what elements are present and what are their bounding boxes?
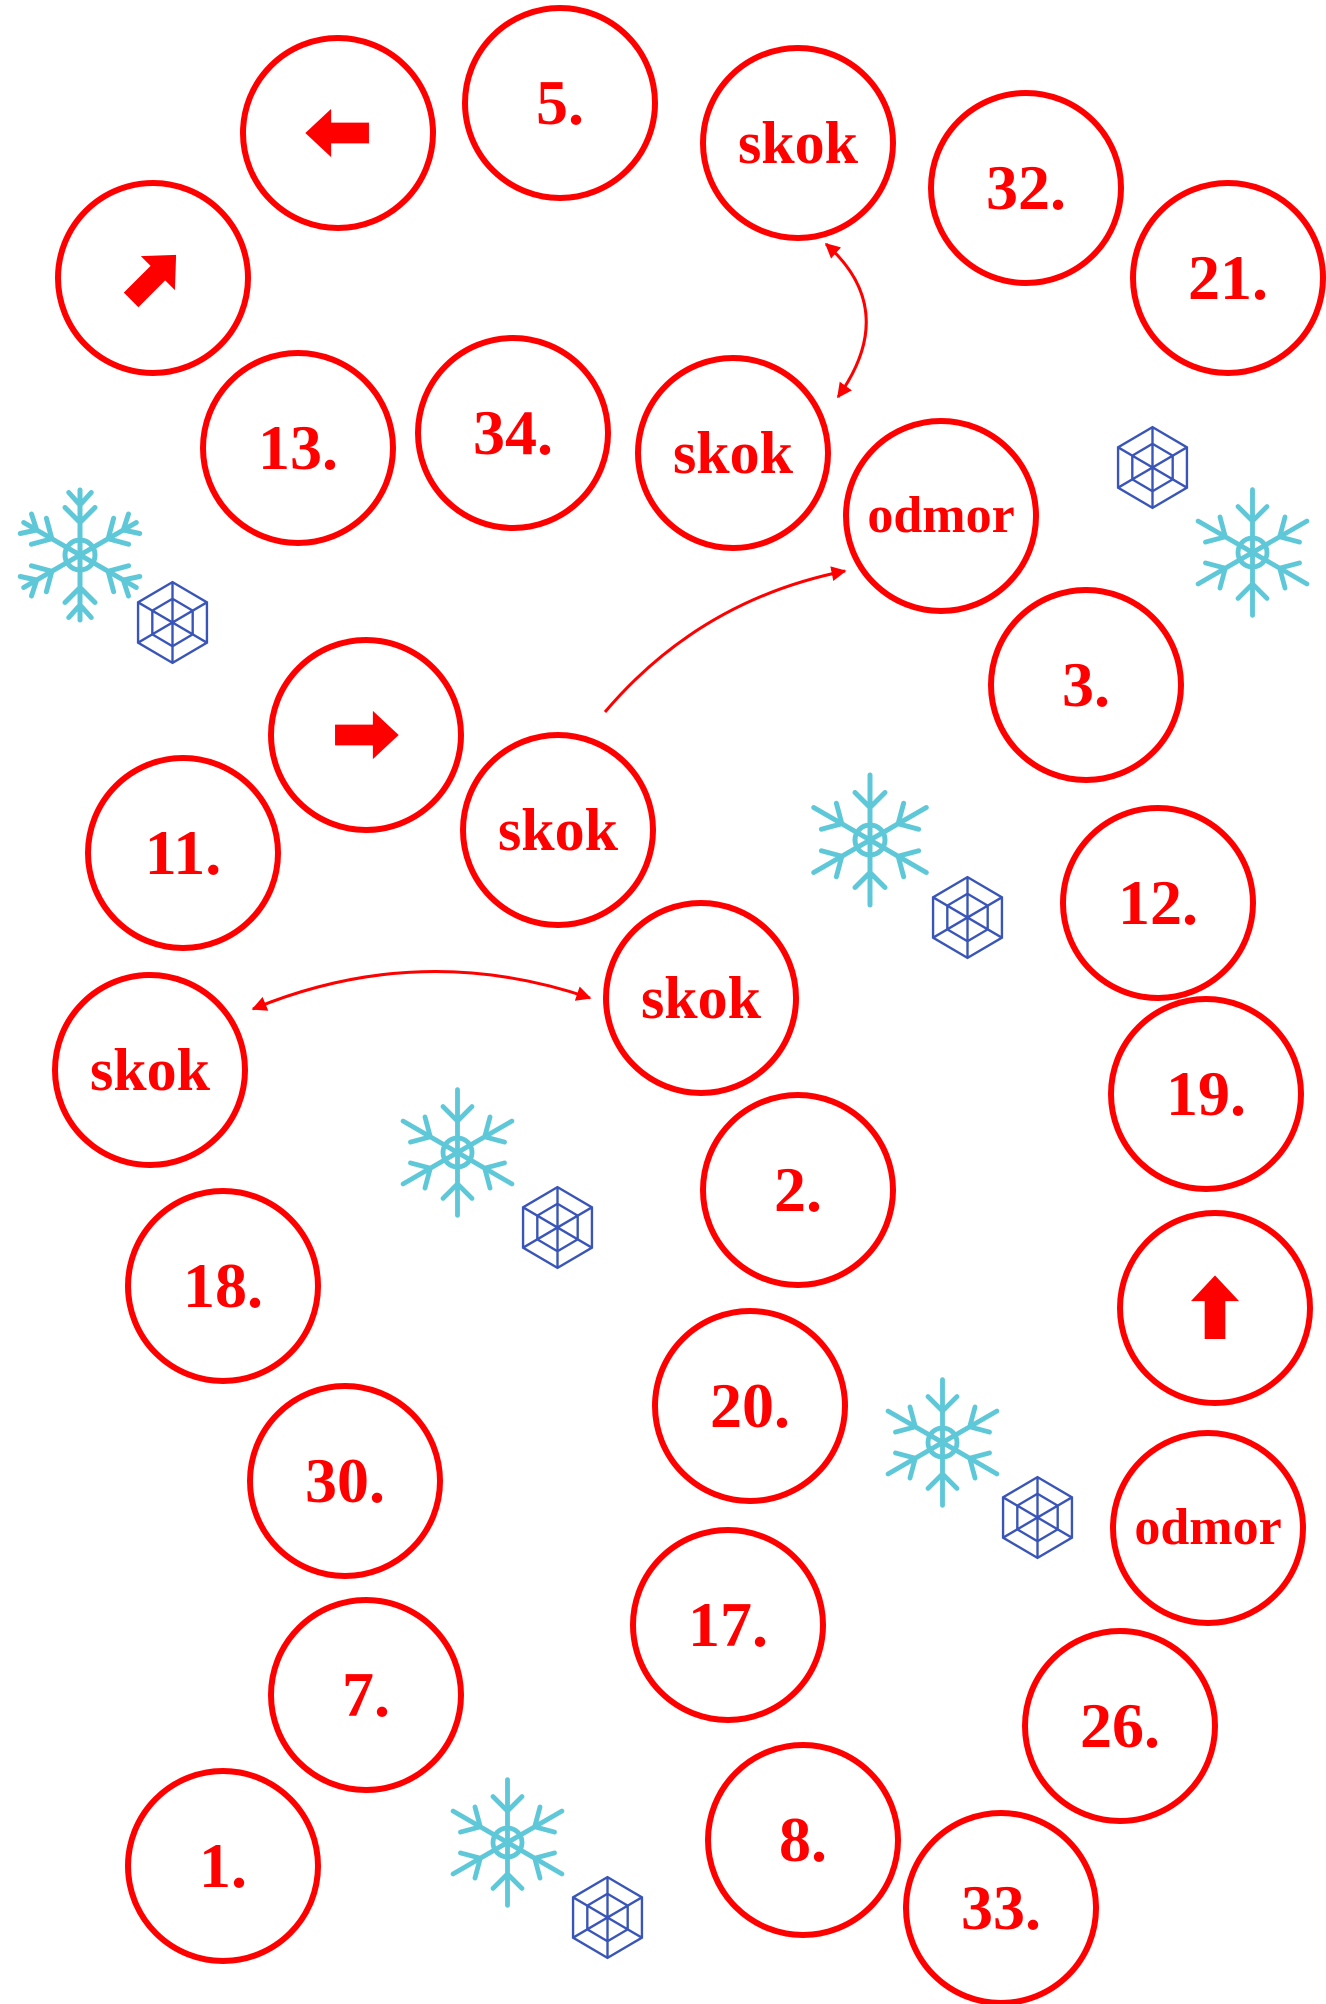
arrow-up-icon: [1172, 1265, 1258, 1351]
board-cell[interactable]: 21.: [1130, 180, 1326, 376]
jump-link-arrow: [826, 244, 866, 397]
board-cell-skok[interactable]: skok: [603, 900, 799, 1096]
snowflake-icon: [990, 1470, 1085, 1565]
arrow-left-icon: [295, 90, 381, 176]
board-cell[interactable]: 33.: [903, 1810, 1099, 2004]
cell-label: 26.: [1080, 1694, 1160, 1758]
cell-label: 30.: [305, 1449, 385, 1513]
cell-label: skok: [90, 1040, 210, 1100]
cell-label: 19.: [1166, 1062, 1246, 1126]
board-cell[interactable]: 7.: [268, 1597, 464, 1793]
board-cell-arrow-left[interactable]: [240, 35, 436, 231]
snowflake-icon: [125, 575, 220, 670]
board-cell-arrow-up-right[interactable]: [55, 180, 251, 376]
cell-label: 7.: [342, 1663, 390, 1727]
board-cell[interactable]: 5.: [462, 5, 658, 201]
board-cell[interactable]: 13.: [200, 350, 396, 546]
board-cell[interactable]: 19.: [1108, 996, 1304, 1192]
cell-label: 33.: [961, 1876, 1041, 1940]
jump-link-arrow: [253, 972, 590, 1009]
board-cell[interactable]: 34.: [415, 335, 611, 531]
board-cell[interactable]: 30.: [247, 1383, 443, 1579]
board-cell[interactable]: 32.: [928, 90, 1124, 286]
cell-label: skok: [641, 968, 761, 1028]
cell-label: skok: [738, 113, 858, 173]
cell-label: 3.: [1062, 653, 1110, 717]
board-cell[interactable]: 17.: [630, 1527, 826, 1723]
cell-label: 5.: [536, 71, 584, 135]
cell-label: skok: [498, 800, 618, 860]
board-cell[interactable]: 26.: [1022, 1628, 1218, 1824]
arrow-right-icon: [323, 692, 409, 778]
board-cell[interactable]: 2.: [700, 1092, 896, 1288]
cell-label: 18.: [183, 1254, 263, 1318]
board-cell[interactable]: 11.: [85, 755, 281, 951]
board-cell[interactable]: 1.: [125, 1768, 321, 1964]
board-cell-skok[interactable]: skok: [460, 732, 656, 928]
board-cell[interactable]: 12.: [1060, 805, 1256, 1001]
board-cell[interactable]: 3.: [988, 587, 1184, 783]
cell-label: 17.: [688, 1593, 768, 1657]
board-cell-arrow-right[interactable]: [268, 637, 464, 833]
cell-label: odmor: [867, 490, 1014, 542]
board-cell-skok[interactable]: skok: [700, 45, 896, 241]
board-cell[interactable]: 18.: [125, 1188, 321, 1384]
cell-label: 32.: [986, 156, 1066, 220]
cell-label: odmor: [1134, 1502, 1281, 1554]
board-cell-odmor[interactable]: odmor: [1110, 1430, 1306, 1626]
arrow-up-right-icon: [110, 235, 196, 321]
snowflake-icon: [1180, 480, 1325, 625]
board-cell-skok[interactable]: skok: [52, 972, 248, 1168]
cell-label: 1.: [199, 1834, 247, 1898]
cell-label: 13.: [258, 416, 338, 480]
snowflake-icon: [510, 1180, 605, 1275]
board-cell[interactable]: 20.: [652, 1308, 848, 1504]
jump-link-arrow: [605, 571, 845, 712]
cell-label: skok: [673, 423, 793, 483]
board-cell-odmor[interactable]: odmor: [843, 418, 1039, 614]
board-cell-arrow-up[interactable]: [1117, 1210, 1313, 1406]
cell-label: 12.: [1118, 871, 1198, 935]
cell-label: 34.: [473, 401, 553, 465]
cell-label: 11.: [145, 821, 221, 885]
board-cell-skok[interactable]: skok: [635, 355, 831, 551]
board-cell[interactable]: 8.: [705, 1742, 901, 1938]
snowflake-icon: [920, 870, 1015, 965]
cell-label: 2.: [774, 1158, 822, 1222]
cell-label: 21.: [1188, 246, 1268, 310]
cell-label: 20.: [710, 1374, 790, 1438]
snowflake-icon: [560, 1870, 655, 1965]
snowflake-icon: [435, 1770, 580, 1915]
cell-label: 8.: [779, 1808, 827, 1872]
snowflake-icon: [385, 1080, 530, 1225]
